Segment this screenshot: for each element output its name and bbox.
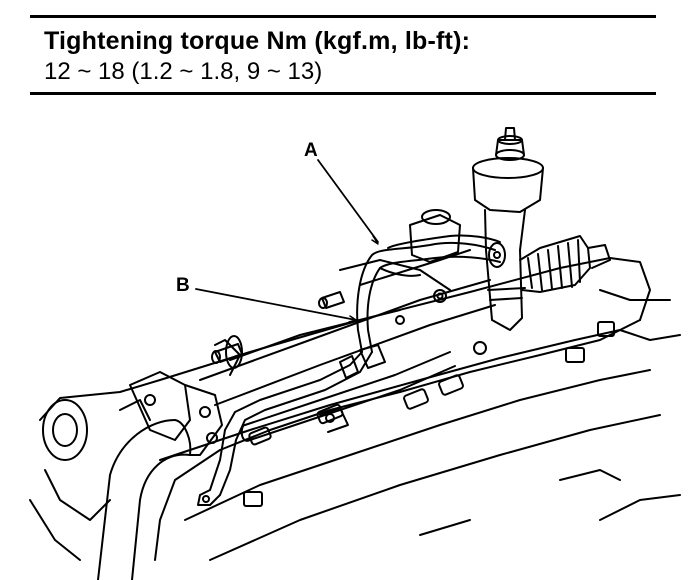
- bottom-rule: [30, 92, 656, 95]
- top-rule: [30, 15, 656, 18]
- rack-boot: [519, 235, 611, 293]
- inlet-hose: [97, 419, 192, 580]
- torque-spec-title: Tightening torque Nm (kgf.m, lb-ft):: [44, 27, 471, 55]
- leader-a: [317, 159, 379, 243]
- hose-bracket: [129, 371, 223, 456]
- callout-b: B: [176, 275, 190, 296]
- cooler-loop: [240, 351, 456, 442]
- pressure-tubes: [356, 234, 506, 353]
- torque-spec-value: 12 ~ 18 (1.2 ~ 1.8, 9 ~ 13): [44, 58, 323, 85]
- subframe-outline: [39, 257, 681, 561]
- callout-a: A: [304, 140, 318, 161]
- pinion-valve-housing: [472, 127, 544, 331]
- return-tubes: [197, 344, 386, 506]
- pipe-stubs: [211, 291, 345, 364]
- steering-gear-housing: [199, 209, 496, 406]
- left-wheel-area: [29, 394, 218, 561]
- leader-b: [195, 288, 357, 321]
- callout-leaders: [195, 159, 379, 323]
